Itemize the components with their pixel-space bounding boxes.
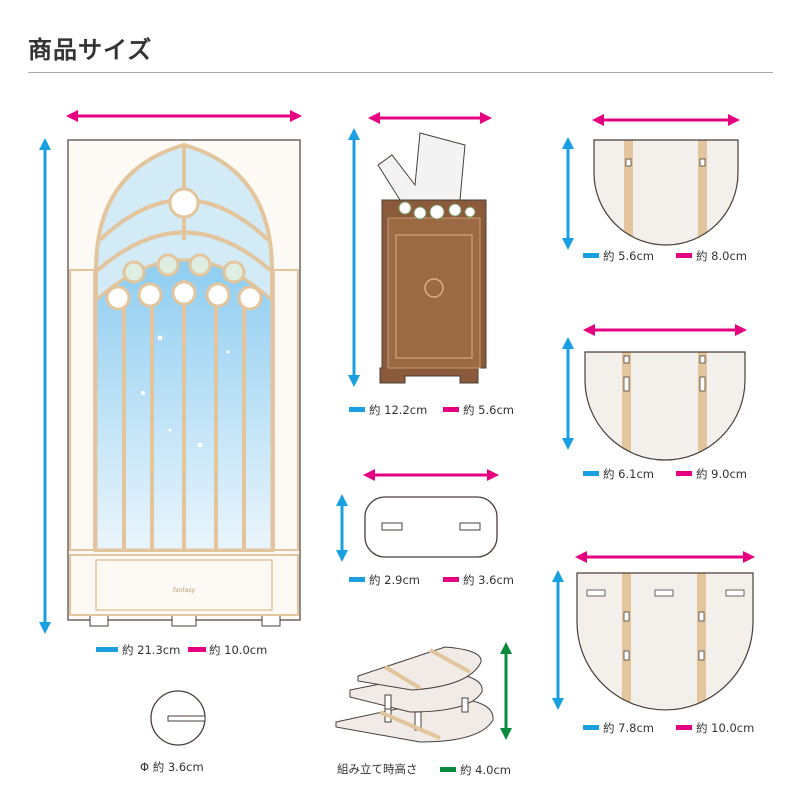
shelf-small-height: 約 5.6cm bbox=[603, 249, 654, 263]
shelf-large-illustration bbox=[576, 572, 754, 711]
height-legend-swatch bbox=[583, 253, 599, 258]
width-legend-swatch bbox=[676, 253, 692, 258]
shelf-small-width: 約 8.0cm bbox=[696, 249, 747, 263]
assembled-height: 約 4.0cm bbox=[460, 763, 511, 777]
window-width: 約 10.0cm bbox=[209, 643, 267, 657]
assembled-shelves-illustration bbox=[335, 646, 494, 743]
width-legend-swatch bbox=[188, 647, 206, 652]
window-height: 約 21.3cm bbox=[122, 643, 180, 657]
shelf-small-illustration bbox=[593, 139, 739, 246]
height-legend-swatch bbox=[96, 647, 118, 652]
width-legend-swatch bbox=[676, 471, 692, 476]
round-stand-diameter: Φ 約 3.6cm bbox=[140, 760, 204, 774]
width-legend-swatch bbox=[443, 407, 459, 412]
height-legend-swatch bbox=[349, 407, 365, 412]
stand-height: 約 12.2cm bbox=[369, 403, 427, 417]
height-legend-swatch bbox=[583, 471, 599, 476]
shelf-medium-height: 約 6.1cm bbox=[603, 467, 654, 481]
shelf-medium-width: 約 9.0cm bbox=[696, 467, 747, 481]
base-illustration bbox=[364, 496, 498, 558]
base-height: 約 2.9cm bbox=[369, 573, 420, 587]
window-logo: fantasy bbox=[173, 587, 196, 594]
width-legend-swatch bbox=[443, 577, 459, 582]
assembled-label: 組み立て時高さ bbox=[337, 762, 418, 776]
title-divider bbox=[28, 72, 773, 73]
shelf-large-width: 約 10.0cm bbox=[696, 721, 754, 735]
shelf-large-height: 約 7.8cm bbox=[603, 721, 654, 735]
height-legend-swatch bbox=[349, 577, 365, 582]
height-legend-swatch bbox=[583, 725, 599, 730]
assembled-legend-swatch bbox=[440, 767, 456, 772]
pulpit-stand-illustration bbox=[377, 132, 487, 384]
page-title: 商品サイズ bbox=[28, 36, 153, 64]
window-backdrop-illustration: fantasy bbox=[67, 139, 301, 627]
shelf-medium-illustration bbox=[584, 351, 746, 461]
base-width: 約 3.6cm bbox=[463, 573, 514, 587]
width-legend-swatch bbox=[676, 725, 692, 730]
stand-width: 約 5.6cm bbox=[463, 403, 514, 417]
round-stand-illustration bbox=[150, 690, 206, 746]
